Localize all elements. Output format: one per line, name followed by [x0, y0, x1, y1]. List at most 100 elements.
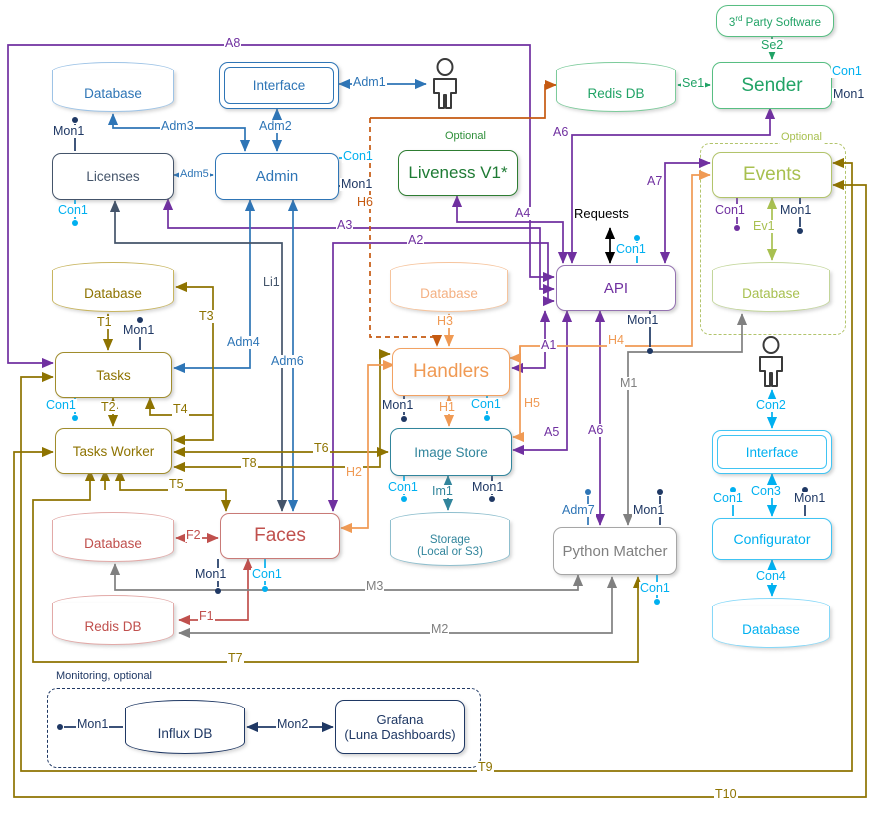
- storage-label: Storage: [429, 533, 471, 546]
- edge-label-t3: T3: [198, 309, 215, 324]
- edge-label-h2: H2: [345, 465, 363, 480]
- edge-label-optional-events: Optional: [780, 131, 823, 144]
- edge-m1: [622, 313, 748, 526]
- edge-label-mon1-api: Mon1: [626, 313, 660, 328]
- db-label: Redis DB: [587, 86, 645, 101]
- edge-label-mon1-influx: Mon1: [76, 717, 110, 732]
- node-configurator: Configurator: [712, 518, 832, 560]
- edge-label-m1: M1: [619, 376, 639, 391]
- node-configurator-database: Database: [712, 598, 830, 648]
- edge-label-mon1-configurator: Mon1: [793, 491, 827, 506]
- edge-label-requests: Requests: [573, 206, 630, 221]
- edge-label-con1-configurator: Con1: [712, 491, 744, 506]
- node-licenses: Licenses: [52, 153, 174, 200]
- node-label2: (Luna Dashboards): [344, 727, 456, 742]
- node-label: API: [603, 279, 629, 297]
- node-events-database: Database: [712, 262, 830, 312]
- edge-label-mon1-handlers: Mon1: [381, 398, 415, 413]
- node-label: Interface: [252, 78, 306, 93]
- edge-label-optional-liveness: Optional: [444, 130, 487, 143]
- edge-label-adm4: Adm4: [226, 335, 261, 350]
- edge-label-a2: A2: [407, 233, 425, 248]
- node-label: Handlers: [412, 361, 490, 382]
- edge-label-ev1: Ev1: [752, 219, 776, 234]
- node-label: Interface: [745, 444, 799, 460]
- edge-label-con1-admin: Con1: [342, 149, 374, 164]
- configurator-user-icon: [754, 336, 788, 395]
- monitoring-group: [47, 688, 481, 768]
- node-python-matcher: Python Matcher: [553, 527, 677, 575]
- edge-h2: [340, 359, 395, 534]
- edge-label-con3: Con3: [750, 484, 782, 499]
- edge-label-se2: Se2: [760, 38, 785, 53]
- edge-label-t10: T10: [714, 787, 738, 802]
- edge-t7: [32, 469, 644, 663]
- edge-label-t7: T7: [227, 651, 244, 666]
- node-influx-db: Influx DB: [125, 700, 245, 754]
- node-label: Events: [742, 164, 802, 185]
- edge-label-h1: H1: [438, 400, 456, 415]
- edge-label-se1: Se1: [681, 76, 706, 91]
- node-label: 3rd Party Software: [728, 13, 822, 29]
- edge-label-con4: Con4: [755, 569, 787, 584]
- edge-t9: [20, 157, 853, 772]
- node-redis-db-faces: Redis DB: [52, 595, 174, 645]
- db-label: Redis DB: [84, 619, 142, 634]
- edge-label-a3: A3: [336, 218, 354, 233]
- edge-h4: [509, 169, 711, 364]
- node-handlers: Handlers: [392, 348, 510, 396]
- edge-label-adm1: Adm1: [352, 75, 387, 90]
- node-tasks: Tasks: [55, 352, 172, 398]
- edge-label-im1: Im1: [431, 484, 454, 499]
- node-redis-db-sender: Redis DB: [556, 62, 676, 112]
- edge-label-mon1-imagestore: Mon1: [471, 480, 505, 495]
- edge-label-con1-sender: Con1: [831, 64, 863, 79]
- edge-m3: [109, 563, 584, 591]
- edge-label-t5: T5: [168, 477, 185, 492]
- node-label: Tasks: [96, 367, 131, 383]
- edge-label-f2: F2: [185, 528, 202, 543]
- edge-label-con1-matcher: Con1: [639, 581, 671, 596]
- edge-label-con1-events: Con1: [714, 203, 746, 218]
- node-grafana: Grafana (Luna Dashboards): [335, 700, 465, 754]
- edge-label-t4: T4: [172, 402, 189, 417]
- edge-label-a1: A1: [540, 338, 558, 353]
- edge-label-mon2: Mon2: [276, 717, 310, 732]
- edge-label-con1-faces: Con1: [251, 567, 283, 582]
- db-label: Database: [84, 86, 142, 101]
- edge-label-mon1-matcher: Mon1: [632, 503, 666, 518]
- edge-label-mon1-faces: Mon1: [194, 567, 228, 582]
- node-handlers-database: Database: [390, 262, 508, 312]
- edge-label-mon1-tasks: Mon1: [122, 323, 156, 338]
- node-label: Licenses: [86, 169, 140, 184]
- node-api: API: [556, 265, 676, 311]
- edge-h5: [512, 346, 525, 443]
- edge-label-con1-imagestore: Con1: [387, 480, 419, 495]
- edge-label-a5: A5: [543, 425, 561, 440]
- node-label: Image Store: [414, 444, 488, 460]
- edge-label-m3: M3: [365, 579, 385, 594]
- node-liveness: Liveness V1*: [398, 150, 518, 196]
- edge-label-con2: Con2: [755, 398, 787, 413]
- edge-label-h3: H3: [436, 314, 454, 329]
- storage-label2: (Local or S3): [417, 545, 483, 558]
- db-label: Database: [84, 536, 142, 551]
- node-label: Python Matcher: [562, 542, 668, 560]
- db-label: Database: [84, 286, 142, 301]
- edge-label-con1-handlers: Con1: [470, 397, 502, 412]
- node-storage: Storage (Local or S3): [390, 512, 510, 566]
- node-events: Events: [712, 152, 832, 198]
- edge-label-a7: A7: [646, 174, 664, 189]
- edge-label-t9: T9: [477, 760, 494, 775]
- edge-label-t8: T8: [241, 456, 258, 471]
- node-label: Grafana: [376, 712, 424, 727]
- node-third-party: 3rd Party Software: [716, 5, 834, 37]
- edge-label-adm2: Adm2: [258, 119, 293, 134]
- edge-label-a4: A4: [514, 206, 532, 221]
- edge-label-h6: H6: [356, 195, 374, 210]
- monitoring-group-label: Monitoring, optional: [55, 670, 154, 683]
- edge-label-adm7: Adm7: [561, 503, 596, 518]
- node-faces: Faces: [220, 513, 340, 559]
- edge-a4: [451, 195, 569, 264]
